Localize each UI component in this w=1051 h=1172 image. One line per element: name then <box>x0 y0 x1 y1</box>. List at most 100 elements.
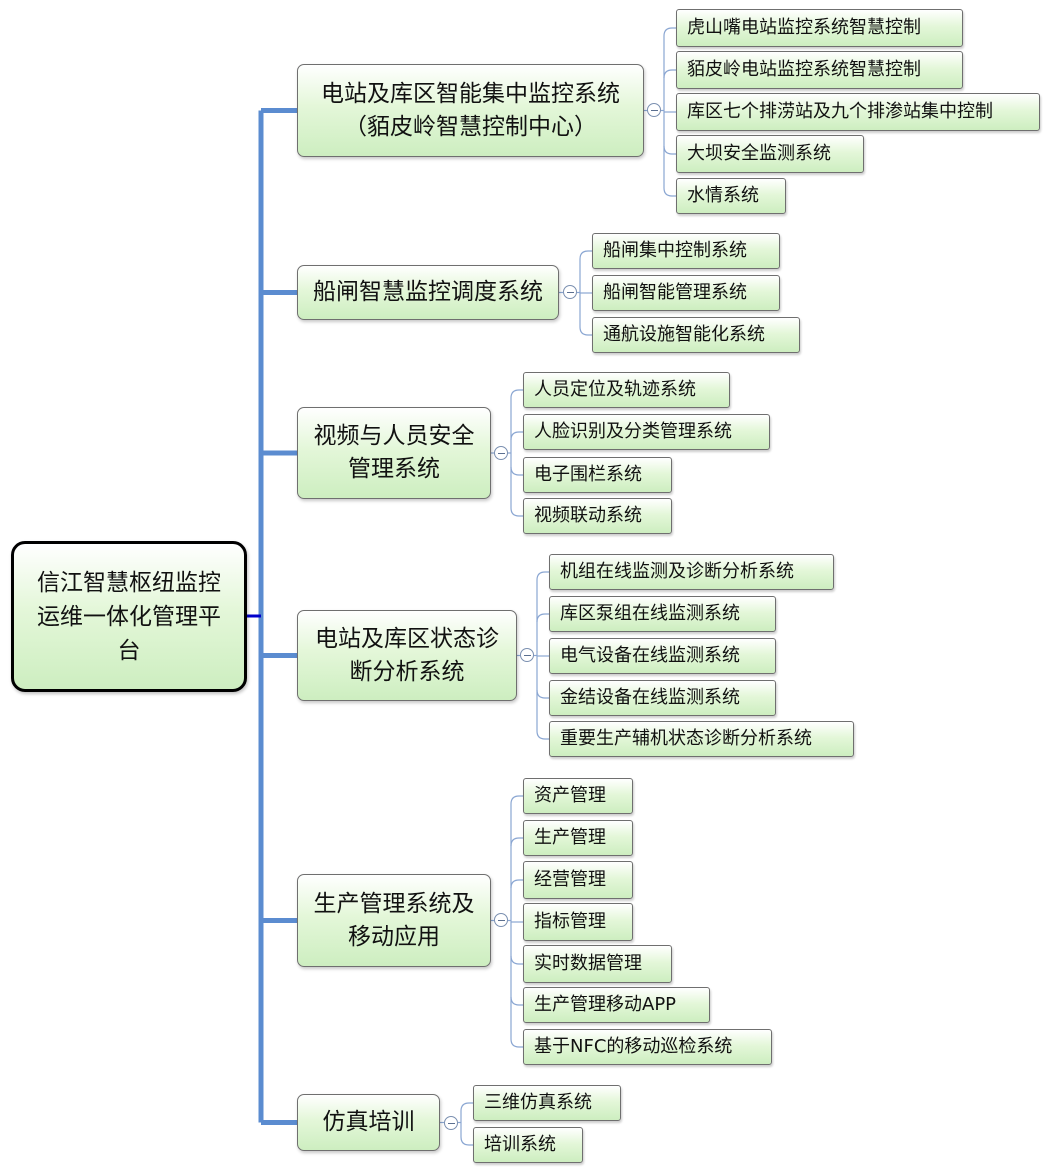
leaf-label: 电子围栏系统 <box>534 464 642 485</box>
leaf-node[interactable]: 重要生产辅机状态诊断分析系统 <box>549 721 854 757</box>
leaf-node[interactable]: 人员定位及轨迹系统 <box>523 372 730 408</box>
collapse-toggle-icon[interactable] <box>520 648 534 662</box>
leaf-label: 船闸集中控制系统 <box>603 240 747 261</box>
leaf-label: 虎山嘴电站监控系统智慧控制 <box>687 17 921 38</box>
leaf-connector-line <box>510 389 523 399</box>
leaf-node[interactable]: 视频联动系统 <box>523 498 672 534</box>
leaf-node[interactable]: 指标管理 <box>523 903 633 941</box>
leaf-connector-line <box>536 730 549 740</box>
leaf-label: 经营管理 <box>534 869 606 890</box>
minus-icon <box>566 291 574 293</box>
branch-node-1[interactable]: 电站及库区智能集中监控系统（貊皮岭智慧控制中心） <box>297 64 644 157</box>
leaf-connector-line <box>663 69 676 79</box>
leaf-connector-line <box>510 795 523 805</box>
leaf-connector-line <box>510 507 523 517</box>
leaf-label: 大坝安全监测系统 <box>687 143 831 164</box>
root-label: 信江智慧枢纽监控运维一体化管理平台 <box>37 569 221 664</box>
leaf-label: 重要生产辅机状态诊断分析系统 <box>560 728 812 749</box>
leaf-connector-line <box>579 326 592 336</box>
collapse-toggle-icon[interactable] <box>647 103 661 117</box>
leaf-label: 通航设施智能化系统 <box>603 324 765 345</box>
minus-icon <box>523 654 531 656</box>
branch-label: 视频与人员安全管理系统 <box>313 423 475 482</box>
leaf-label: 水情系统 <box>687 185 759 206</box>
leaf-node[interactable]: 经营管理 <box>523 861 633 899</box>
leaf-node[interactable]: 电气设备在线监测系统 <box>549 638 776 674</box>
leaf-connector-line <box>536 613 549 623</box>
leaf-label: 人脸识别及分类管理系统 <box>534 421 732 442</box>
leaf-label: 库区泵组在线监测系统 <box>560 603 740 624</box>
collapse-toggle-icon[interactable] <box>494 446 508 460</box>
branch-label: 仿真培训 <box>322 1109 415 1135</box>
leaf-label: 人员定位及轨迹系统 <box>534 379 696 400</box>
leaf-connector-line <box>510 1038 523 1048</box>
leaf-node[interactable]: 机组在线监测及诊断分析系统 <box>549 554 834 590</box>
leaf-connector-line <box>536 689 549 699</box>
leaf-node[interactable]: 貊皮岭电站监控系统智慧控制 <box>676 51 963 89</box>
leaf-connector-line <box>460 1102 473 1112</box>
branch-node-6[interactable]: 仿真培训 <box>297 1094 440 1151</box>
leaf-label: 电气设备在线监测系统 <box>560 645 740 666</box>
leaf-connector-line <box>460 1136 473 1146</box>
leaf-connector-line <box>663 187 676 197</box>
leaf-label: 生产管理 <box>534 827 606 848</box>
leaf-connector-line <box>510 466 523 476</box>
minus-icon <box>497 919 505 921</box>
leaf-label: 生产管理移动APP <box>534 994 677 1015</box>
leaf-label: 视频联动系统 <box>534 505 642 526</box>
leaf-label: 貊皮岭电站监控系统智慧控制 <box>687 59 921 80</box>
minus-icon <box>650 109 658 111</box>
collapse-toggle-icon[interactable] <box>494 913 508 927</box>
leaf-node[interactable]: 三维仿真系统 <box>473 1085 621 1121</box>
collapse-toggle-icon[interactable] <box>444 1116 458 1130</box>
branch-node-4[interactable]: 电站及库区状态诊断分析系统 <box>297 610 517 701</box>
leaf-connector-line <box>510 996 523 1006</box>
leaf-node[interactable]: 电子围栏系统 <box>523 457 672 493</box>
leaf-label: 实时数据管理 <box>534 953 642 974</box>
leaf-node[interactable]: 库区泵组在线监测系统 <box>549 596 776 632</box>
leaf-node[interactable]: 生产管理移动APP <box>523 987 710 1023</box>
leaf-node[interactable]: 生产管理 <box>523 820 633 856</box>
leaf-node[interactable]: 实时数据管理 <box>523 945 672 983</box>
leaf-node[interactable]: 培训系统 <box>473 1127 583 1163</box>
branch-label: 电站及库区状态诊断分析系统 <box>315 625 499 685</box>
leaf-node[interactable]: 通航设施智能化系统 <box>592 317 800 353</box>
leaf-node[interactable]: 金结设备在线监测系统 <box>549 680 776 716</box>
leaf-label: 金结设备在线监测系统 <box>560 687 740 708</box>
leaf-label: 船闸智能管理系统 <box>603 282 747 303</box>
leaf-label: 培训系统 <box>484 1134 556 1155</box>
leaf-node[interactable]: 人脸识别及分类管理系统 <box>523 414 770 450</box>
leaf-label: 机组在线监测及诊断分析系统 <box>560 561 794 582</box>
leaf-label: 资产管理 <box>534 785 606 806</box>
leaf-node[interactable]: 虎山嘴电站监控系统智慧控制 <box>676 9 963 47</box>
leaf-label: 库区七个排涝站及九个排渗站集中控制 <box>687 101 993 122</box>
leaf-label: 指标管理 <box>534 911 606 932</box>
collapse-toggle-icon[interactable] <box>563 285 577 299</box>
branch-node-3[interactable]: 视频与人员安全管理系统 <box>297 407 491 499</box>
leaf-label: 基于NFC的移动巡检系统 <box>534 1036 733 1057</box>
leaf-connector-line <box>579 250 592 260</box>
branch-label: 电站及库区智能集中监控系统（貊皮岭智慧控制中心） <box>321 80 620 140</box>
leaf-node[interactable]: 水情系统 <box>676 178 786 214</box>
leaf-connector-line <box>663 27 676 37</box>
minus-icon <box>497 452 505 454</box>
leaf-connector-line <box>663 145 676 155</box>
leaf-label: 三维仿真系统 <box>484 1092 592 1113</box>
leaf-node[interactable]: 库区七个排涝站及九个排渗站集中控制 <box>676 93 1040 131</box>
leaf-node[interactable]: 船闸集中控制系统 <box>592 233 780 269</box>
branch-node-2[interactable]: 船闸智慧监控调度系统 <box>297 265 559 320</box>
root-node[interactable]: 信江智慧枢纽监控运维一体化管理平台 <box>11 541 247 692</box>
branch-label: 生产管理系统及移动应用 <box>313 890 475 950</box>
branch-node-5[interactable]: 生产管理系统及移动应用 <box>297 874 491 967</box>
branch-label: 船闸智慧监控调度系统 <box>313 279 543 305</box>
leaf-connector-line <box>536 571 549 581</box>
leaf-connector-line <box>510 837 523 847</box>
leaf-node[interactable]: 基于NFC的移动巡检系统 <box>523 1029 772 1065</box>
leaf-node[interactable]: 船闸智能管理系统 <box>592 275 780 311</box>
minus-icon <box>447 1122 455 1124</box>
leaf-node[interactable]: 大坝安全监测系统 <box>676 135 864 173</box>
leaf-connector-line <box>510 955 523 965</box>
leaf-node[interactable]: 资产管理 <box>523 778 633 814</box>
leaf-connector-line <box>510 879 523 889</box>
